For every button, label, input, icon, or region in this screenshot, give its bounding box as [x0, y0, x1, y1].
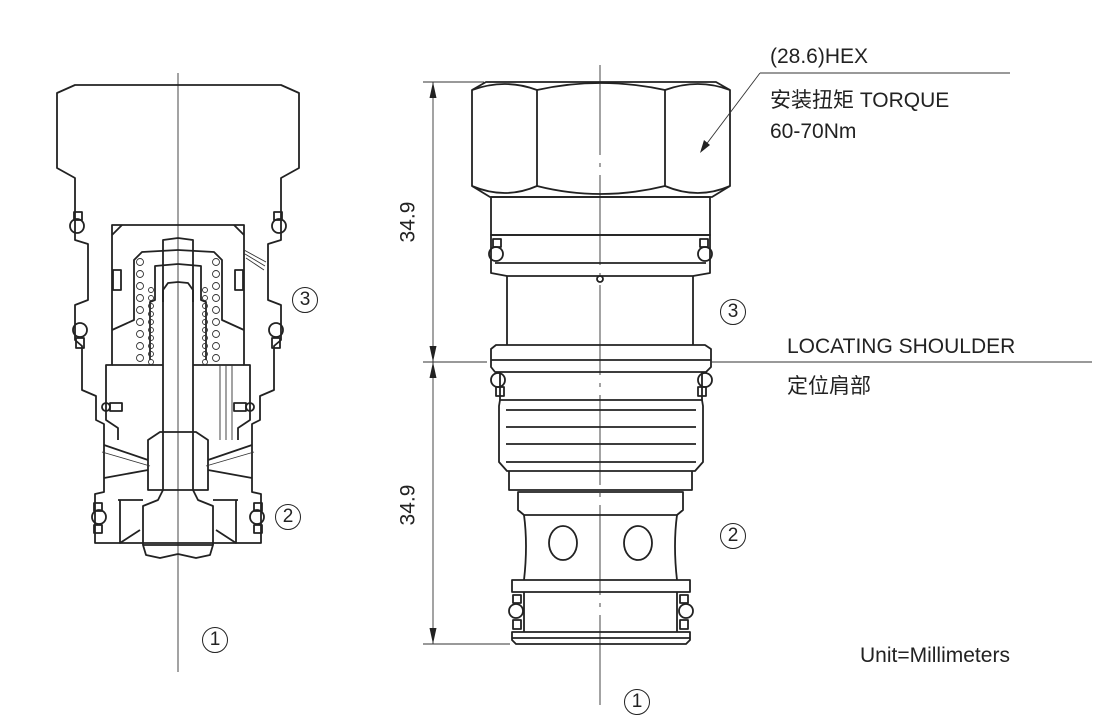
- port-3-marker-section: 3: [292, 287, 318, 313]
- dimension-lower: 34.9: [396, 484, 420, 526]
- dimension-lines: [423, 72, 1092, 645]
- unit-label: Unit=Millimeters: [860, 644, 1010, 667]
- drilled-passage: [243, 249, 267, 271]
- hex-nut: [471, 81, 731, 198]
- locating-shoulder-label-cn: 定位肩部: [787, 375, 871, 398]
- port-2-marker-section: 2: [275, 504, 301, 530]
- port-1-marker: 1: [624, 689, 650, 715]
- locating-shoulder: [490, 344, 712, 373]
- section-body-left-half: [56, 84, 179, 559]
- torque-value: 60-70Nm: [770, 120, 857, 143]
- port-3-marker: 3: [720, 299, 746, 325]
- hex-size-label: (28.6)HEX: [770, 45, 869, 68]
- port-hole: [548, 525, 578, 561]
- port-2-marker: 2: [720, 523, 746, 549]
- threaded-section: [498, 399, 704, 472]
- locating-shoulder-label: LOCATING SHOULDER: [787, 335, 1016, 358]
- exterior-view: [471, 65, 731, 712]
- port-1-marker-section: 1: [202, 627, 228, 653]
- port-passage: [219, 365, 233, 440]
- dimension-upper: 34.9: [396, 201, 420, 243]
- port-hole: [623, 525, 653, 561]
- torque-label: 安装扭矩 TORQUE: [770, 89, 950, 112]
- section-view: [56, 73, 300, 672]
